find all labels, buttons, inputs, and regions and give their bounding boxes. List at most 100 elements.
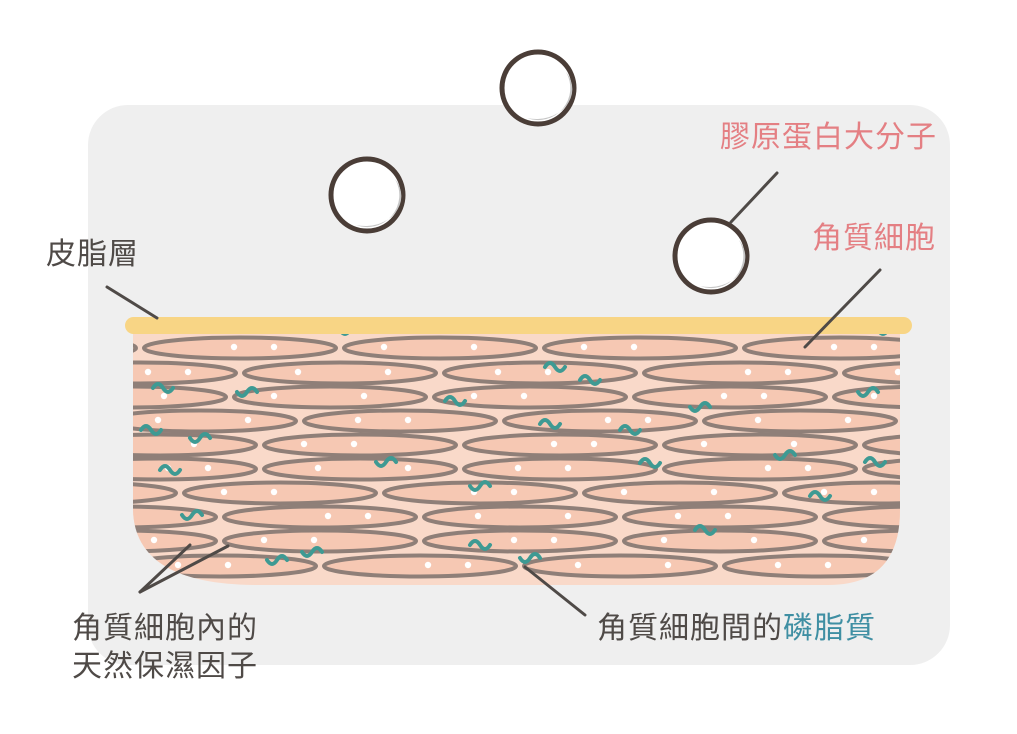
corneocyte-cell [133, 408, 298, 434]
nmf-dot [664, 561, 672, 569]
corneocyte-cell [302, 408, 498, 434]
lipid-squiggle [468, 539, 492, 551]
nmf-dot [350, 440, 358, 448]
nmf-dot [870, 343, 878, 351]
corneocyte-cell [742, 335, 900, 361]
nmf-dot [774, 561, 782, 569]
corneocyte-cell [862, 432, 900, 458]
nmf-dot [961, 393, 967, 399]
nmf-dot [620, 488, 628, 496]
nmf-dot [75, 513, 81, 519]
corneocyte-cell [432, 384, 628, 410]
leader-line-nmf-b [138, 544, 230, 594]
corneocyte-cell [422, 528, 618, 554]
nmf-dot [31, 344, 37, 350]
corneocyte-cell [133, 384, 228, 410]
nmf-dot [784, 368, 792, 376]
corneocyte-cell [862, 456, 900, 482]
nmf-dot [494, 368, 502, 376]
nmf-dot [204, 464, 212, 472]
nmf-dot [844, 416, 852, 424]
nmf-dot [764, 464, 772, 472]
corneocyte-cell [133, 360, 238, 386]
nmf-dot [754, 416, 762, 424]
nmf-dot [314, 464, 322, 472]
nmf-dot [894, 368, 900, 376]
nmf-dot [870, 488, 878, 496]
nmf-dot [384, 368, 392, 376]
corneocyte-cell [632, 384, 828, 410]
corneocyte-cell [522, 553, 718, 579]
corneocyte-cell [832, 384, 900, 410]
nmf-dot [760, 392, 768, 400]
lipid-squiggle [151, 382, 175, 394]
lipid-squiggle [808, 490, 832, 502]
collagen-molecule [499, 49, 577, 127]
corneocyte-cell [342, 335, 538, 361]
nmf-dot [550, 536, 558, 544]
nmf-dot [310, 536, 318, 544]
nmf-dot [951, 441, 957, 447]
nmf-dot [424, 561, 432, 569]
corneocyte-cell [642, 360, 838, 386]
label-collagen-molecule: 膠原蛋白大分子 [720, 120, 937, 155]
nmf-dot [1005, 465, 1011, 471]
nmf-dot [174, 561, 182, 569]
lipid-squiggle [773, 449, 797, 461]
nmf-dot [244, 416, 252, 424]
nmf-dot [260, 536, 268, 544]
label-lipid-word: 磷脂質 [783, 611, 876, 646]
nmf-dot [474, 512, 482, 520]
nmf-dot [750, 536, 758, 544]
nmf-dot [21, 489, 27, 495]
nmf-dot [564, 512, 572, 520]
lipid-squiggle [638, 457, 662, 469]
lipid-squiggle [863, 456, 887, 468]
corneocyte-cell [702, 408, 898, 434]
lipid-squiggle [188, 432, 212, 444]
lipid-squiggle [538, 418, 562, 430]
nmf-dot [380, 343, 388, 351]
corneocyte-cell [182, 480, 378, 506]
nmf-dot [464, 561, 472, 569]
nmf-dot [674, 512, 682, 520]
nmf-dot [300, 440, 308, 448]
nmf-dot [590, 440, 598, 448]
corneocyte-cell [622, 504, 818, 530]
nmf-dot [580, 343, 588, 351]
nmf-dot [550, 440, 558, 448]
corneocyte-cell [0, 507, 16, 528]
nmf-dot [604, 416, 612, 424]
nmf-dot [574, 561, 582, 569]
lipid-squiggle [374, 456, 398, 468]
corneocyte-cell [422, 504, 618, 530]
nmf-dot [870, 392, 878, 400]
nmf-dot [510, 536, 518, 544]
nmf-dot [860, 536, 868, 544]
nmf-dot [364, 512, 372, 520]
label-sebum-layer: 皮脂層 [46, 237, 139, 272]
lipid-squiggle [468, 480, 492, 492]
collagen-molecule [672, 217, 750, 295]
corneocyte-cell [133, 504, 218, 530]
nmf-dot [144, 368, 152, 376]
corneocyte-cell [662, 456, 858, 482]
nmf-dot [160, 392, 168, 400]
corneocyte-cell [133, 432, 258, 458]
lipid-squiggle [235, 386, 259, 398]
nmf-dot [270, 488, 278, 496]
nmf-dot [224, 561, 232, 569]
nmf-dot [510, 488, 518, 496]
corneocyte-cell [502, 408, 698, 434]
label-corneocyte: 角質細胞 [812, 221, 936, 256]
corneocyte-cell [0, 459, 56, 480]
corneocyte-cell [222, 504, 418, 530]
nmf-dot [354, 416, 362, 424]
sebum-layer-bar [125, 317, 912, 334]
corneocyte-cell [782, 480, 900, 506]
corneocyte-cell [842, 360, 900, 386]
corneocyte-cell [822, 504, 900, 530]
lipid-squiggle [139, 424, 163, 436]
nmf-dot [724, 512, 732, 520]
